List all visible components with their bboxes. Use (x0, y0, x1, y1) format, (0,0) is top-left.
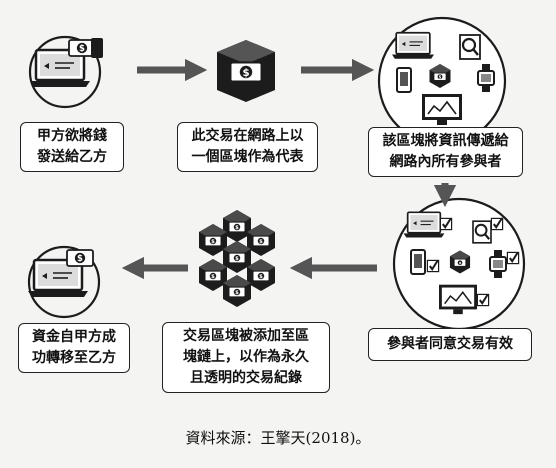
step2-caption-line: 一個區塊作為代表 (191, 149, 304, 165)
validation-network-icon (392, 197, 526, 331)
step5-caption-line: 塊鏈上，以作為永久 (183, 349, 309, 365)
check-icon (439, 217, 453, 231)
transaction-block-icon (217, 40, 275, 102)
wallet-icon (91, 38, 103, 58)
step5-caption: 交易區塊被添加至區 塊鏈上，以作為永久 且透明的交易紀錄 (162, 322, 330, 393)
step3-caption-line: 該區塊將資訊傳遞給 (382, 133, 509, 149)
step6-caption-line: 資金自甲方成 (32, 329, 116, 345)
magnifier-icon (458, 33, 482, 61)
step5-caption-line: 且透明的交易紀錄 (190, 370, 302, 386)
step2-caption: 此交易在網路上以 一個區塊作為代表 (177, 122, 318, 172)
step5-caption-line: 交易區塊被添加至區 (183, 328, 309, 344)
sender-laptop-icon (28, 35, 103, 109)
step4-caption: 參與者同意交易有效 (368, 328, 532, 361)
blockchain-cluster-icon (199, 210, 275, 307)
step4-caption-line: 參與者同意交易有效 (387, 336, 513, 352)
phone-icon (396, 67, 412, 93)
network-participants-icon (377, 16, 507, 146)
receiver-laptop-icon (26, 245, 101, 319)
step6-caption-line: 功轉移至乙方 (32, 350, 116, 366)
step3-caption: 該區塊將資訊傳遞給 網路內所有參與者 (368, 127, 523, 177)
step6-caption: 資金自甲方成 功轉移至乙方 (18, 323, 130, 373)
step1-caption: 甲方欲將錢 發送給乙方 (20, 122, 124, 172)
step2-caption-line: 此交易在網路上以 (191, 128, 304, 144)
step1-caption-line: 甲方欲將錢 (37, 128, 107, 144)
step3-caption-line: 網路內所有參與者 (389, 154, 502, 170)
source-caption: 資料來源：王擎天(2018)。 (185, 429, 371, 447)
step1-caption-line: 發送給乙方 (37, 149, 107, 165)
